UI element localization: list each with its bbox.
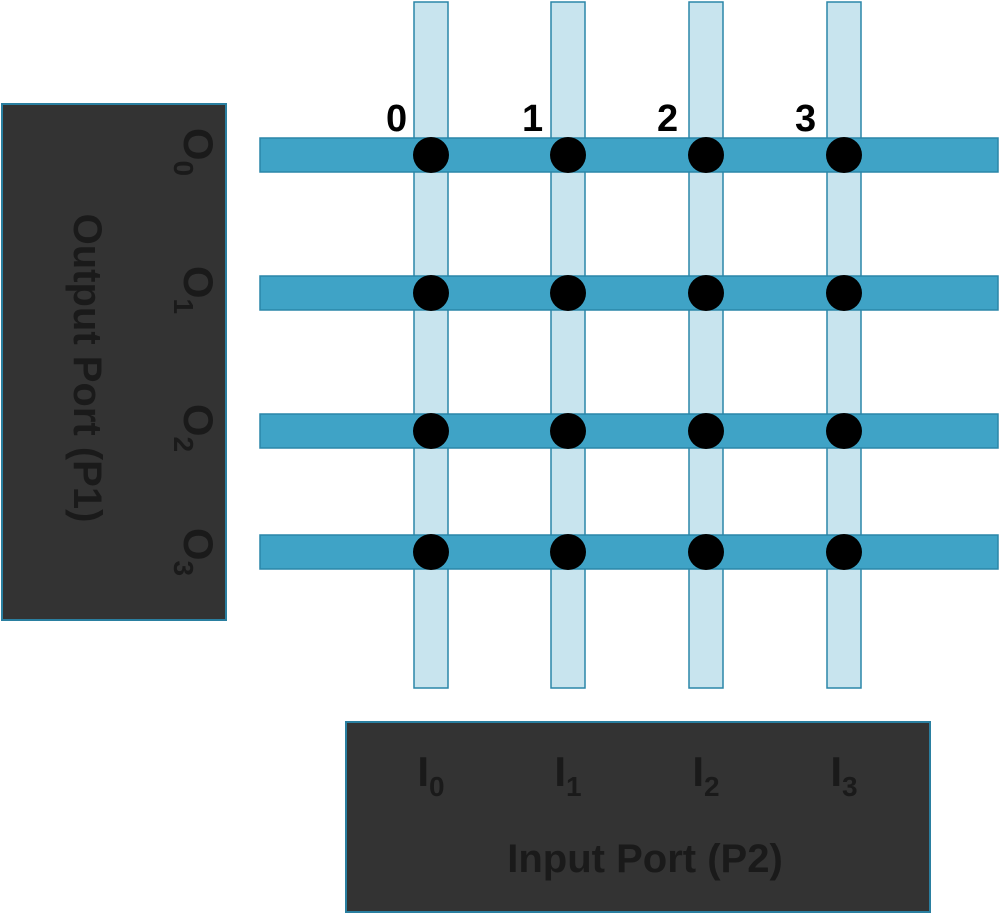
output-port-subscript: 0 xyxy=(168,161,199,177)
column-numbers: 0 1 2 3 xyxy=(386,98,816,140)
output-port-label: O2 xyxy=(168,404,222,452)
input-port-label: I1 xyxy=(554,748,581,802)
column-number: 2 xyxy=(657,98,678,140)
crosspoint-dot xyxy=(550,137,586,173)
input-port-base: I xyxy=(692,748,704,795)
crosspoint-dot xyxy=(550,275,586,311)
input-port-subscript: 1 xyxy=(566,771,582,802)
input-port-label: I0 xyxy=(417,748,444,802)
vertical-buses xyxy=(413,1,862,689)
crosspoint-dot xyxy=(413,534,449,570)
crosspoint-dot xyxy=(688,413,724,449)
input-port-base: I xyxy=(554,748,566,795)
output-port-label: O3 xyxy=(168,528,222,576)
input-port-base: I xyxy=(417,748,429,795)
horizontal-bus xyxy=(259,413,999,449)
crosspoint-dot xyxy=(688,275,724,311)
crosspoint-dot xyxy=(550,413,586,449)
crosspoint-dot xyxy=(826,275,862,311)
output-port-label: O1 xyxy=(168,266,222,314)
input-port-subscript: 3 xyxy=(842,771,858,802)
vertical-bus xyxy=(826,1,862,689)
output-port-labels: O0 O1 O2 O3 Output Port (P1) xyxy=(65,128,222,576)
vertical-bus xyxy=(413,1,449,689)
input-port-title: Input Port (P2) xyxy=(507,837,783,881)
input-port-subscript: 2 xyxy=(704,771,720,802)
crosspoint-dot xyxy=(688,137,724,173)
input-port-label: I2 xyxy=(692,748,719,802)
column-number: 0 xyxy=(386,98,407,140)
input-port-label: I3 xyxy=(830,748,857,802)
crosspoint-dot xyxy=(826,413,862,449)
output-port-subscript: 1 xyxy=(168,299,199,315)
output-port-title: Output Port (P1) xyxy=(65,214,109,523)
crosspoint-dot xyxy=(688,534,724,570)
output-port-base: O xyxy=(175,528,222,561)
output-port-base: O xyxy=(175,404,222,437)
column-number: 3 xyxy=(795,98,816,140)
horizontal-bus xyxy=(259,137,999,173)
input-port-base: I xyxy=(830,748,842,795)
crosspoint-dot xyxy=(826,137,862,173)
crosspoints xyxy=(413,137,862,570)
crosspoint-dot xyxy=(413,413,449,449)
crosspoint-dot xyxy=(550,534,586,570)
output-port-label: O0 xyxy=(168,128,222,176)
input-port-labels: I0 I1 I2 I3 Input Port (P2) xyxy=(417,748,857,881)
output-port-block xyxy=(1,103,227,621)
crosspoint-dot xyxy=(413,137,449,173)
input-port-block xyxy=(345,721,931,913)
output-port-base: O xyxy=(175,266,222,299)
horizontal-buses xyxy=(259,137,999,570)
horizontal-bus xyxy=(259,275,999,311)
crosspoint-dot xyxy=(826,534,862,570)
vertical-bus xyxy=(688,1,724,689)
vertical-bus xyxy=(550,1,586,689)
horizontal-bus xyxy=(259,534,999,570)
input-port-subscript: 0 xyxy=(429,771,445,802)
output-port-subscript: 3 xyxy=(168,561,199,577)
output-port-subscript: 2 xyxy=(168,437,199,453)
output-port-base: O xyxy=(175,128,222,161)
column-number: 1 xyxy=(522,98,543,140)
crosspoint-dot xyxy=(413,275,449,311)
